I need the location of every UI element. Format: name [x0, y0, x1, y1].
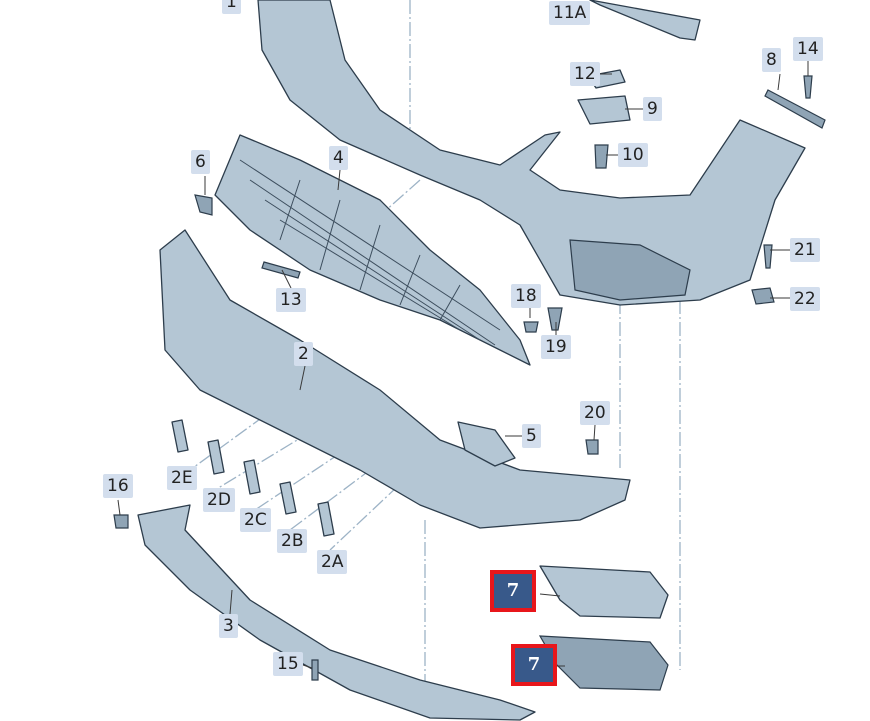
- part-10[interactable]: [594, 144, 609, 169]
- label-8[interactable]: 8: [762, 48, 781, 72]
- label-2[interactable]: 2: [294, 342, 313, 366]
- part-2E[interactable]: [171, 419, 189, 453]
- fog-grille[interactable]: [538, 635, 669, 691]
- label-2D[interactable]: 2D: [203, 488, 235, 512]
- part-18[interactable]: [523, 321, 539, 333]
- label-11A[interactable]: 11A: [549, 1, 591, 25]
- label-14[interactable]: 14: [793, 37, 823, 61]
- lower-carrier[interactable]: [159, 229, 631, 529]
- fog-grille-frame[interactable]: [539, 565, 669, 619]
- part-22[interactable]: [751, 287, 775, 305]
- part-2D[interactable]: [207, 439, 225, 475]
- part-2A[interactable]: [317, 501, 335, 537]
- label-4[interactable]: 4: [329, 146, 348, 170]
- part-15[interactable]: [311, 659, 319, 681]
- bumper-cover[interactable]: [257, 0, 806, 306]
- part-20[interactable]: [585, 439, 599, 455]
- part-2B[interactable]: [279, 481, 297, 515]
- label-2B[interactable]: 2B: [277, 529, 308, 553]
- label-7-highlighted[interactable]: 7: [511, 644, 557, 686]
- label-9[interactable]: 9: [643, 97, 662, 121]
- label-16[interactable]: 16: [103, 474, 133, 498]
- part-13[interactable]: [261, 261, 301, 279]
- label-21[interactable]: 21: [790, 238, 820, 262]
- label-13[interactable]: 13: [276, 288, 306, 312]
- part-2C[interactable]: [243, 459, 261, 495]
- label-1[interactable]: 1: [222, 0, 241, 14]
- part-6[interactable]: [194, 194, 213, 216]
- part-11A[interactable]: [589, 0, 701, 41]
- leader-lines: [117, 60, 809, 669]
- grille-mesh: [239, 159, 501, 346]
- part-14[interactable]: [803, 75, 813, 99]
- fog-recess: [569, 239, 691, 301]
- part-5[interactable]: [457, 421, 516, 467]
- label-7-highlighted[interactable]: 7: [490, 570, 536, 612]
- lower-trim[interactable]: [137, 504, 536, 721]
- part-8[interactable]: [764, 89, 826, 129]
- label-3[interactable]: 3: [219, 614, 238, 638]
- label-2E[interactable]: 2E: [167, 466, 197, 490]
- label-19[interactable]: 19: [541, 335, 571, 359]
- assembly-line: [189, 0, 681, 690]
- part-16[interactable]: [113, 514, 129, 529]
- label-2C[interactable]: 2C: [240, 508, 271, 532]
- label-18[interactable]: 18: [511, 284, 541, 308]
- label-6[interactable]: 6: [191, 150, 210, 174]
- label-20[interactable]: 20: [580, 401, 610, 425]
- label-15[interactable]: 15: [273, 652, 303, 676]
- part-21[interactable]: [763, 244, 773, 269]
- part-9[interactable]: [577, 95, 631, 125]
- label-10[interactable]: 10: [618, 143, 648, 167]
- label-22[interactable]: 22: [790, 287, 820, 311]
- label-2A[interactable]: 2A: [317, 550, 348, 574]
- label-5[interactable]: 5: [522, 424, 541, 448]
- part-19[interactable]: [547, 307, 563, 331]
- label-12[interactable]: 12: [570, 62, 600, 86]
